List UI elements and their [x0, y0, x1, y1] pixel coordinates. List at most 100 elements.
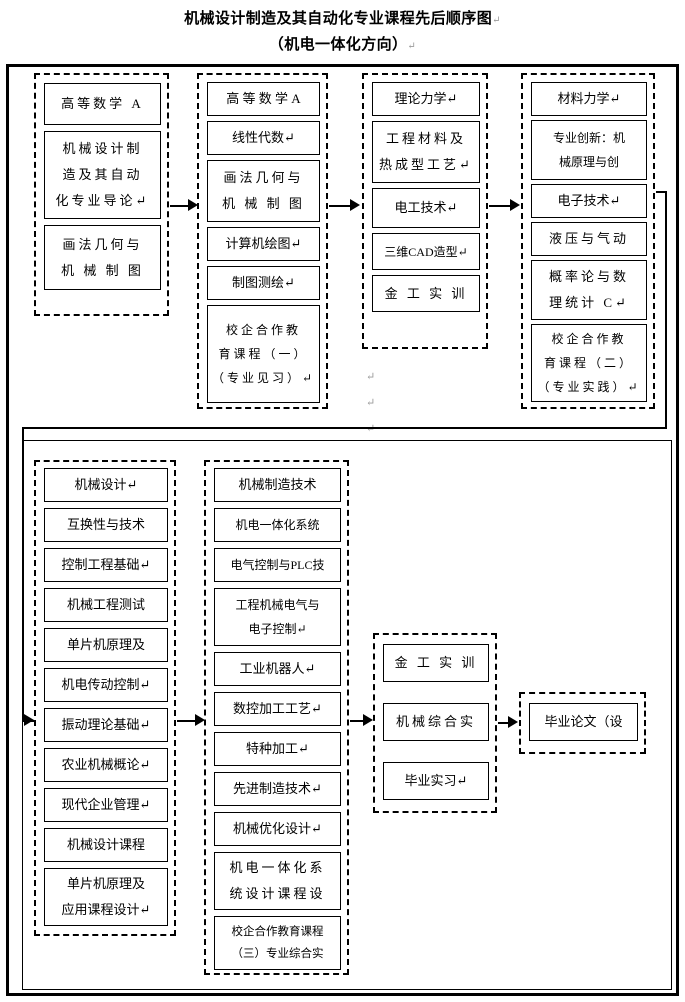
course-line: 互换性与技术	[66, 517, 145, 532]
course-box[interactable]: 材料力学↵	[531, 82, 647, 116]
course-line: 专业创新：机	[552, 131, 625, 145]
course-line: 单片机原理及	[66, 637, 145, 652]
page-subtitle: （机电一体化方向）↵	[0, 35, 685, 57]
course-box[interactable]: 电子技术↵	[531, 184, 647, 218]
connector-line	[22, 427, 24, 720]
course-box[interactable]: 画法几何与 机 械 制 图	[207, 160, 320, 222]
course-line: 化专业导论↵	[55, 193, 150, 208]
course-line: 校企合作教	[551, 332, 627, 346]
course-box[interactable]: 机械工程测试	[44, 588, 168, 622]
course-box[interactable]: 校企合作教 育课程（二） （专业实践）↵	[531, 324, 647, 402]
connector-line	[22, 427, 667, 429]
course-box[interactable]: 毕业论文（设	[529, 703, 638, 741]
course-line: 机械设计↵	[74, 477, 138, 492]
course-box[interactable]: 机电传动控制↵	[44, 668, 168, 702]
course-line: 金 工 实 训	[394, 655, 478, 670]
connector-line	[170, 205, 190, 207]
course-line: 机 械 制 图	[222, 196, 305, 211]
connector-line	[498, 722, 510, 724]
course-line: （三）专业综合实	[231, 948, 324, 960]
course-line: 校企合作教育课程	[231, 926, 324, 938]
course-box[interactable]: 机械设计课程	[44, 828, 168, 862]
course-line: 应用课程设计↵	[61, 902, 151, 917]
course-box[interactable]: 高等数学 A	[44, 83, 161, 125]
semester-3-group: 理论力学↵ 工程材料及 热成型工艺↵ 电工技术↵ 三维CAD造型↵ 金 工 实 …	[362, 73, 488, 349]
course-box[interactable]: 工程机械电气与 电子控制↵	[214, 588, 341, 646]
course-line: 理统计 C↵	[549, 295, 629, 310]
course-line: 理论力学↵	[394, 91, 458, 106]
arrow-head-icon	[363, 714, 373, 726]
course-box[interactable]: 数控加工工艺↵	[214, 692, 341, 726]
course-box[interactable]: 高 等 数 学 A	[207, 82, 320, 116]
course-box[interactable]: 机电一体化系统	[214, 508, 341, 542]
course-box[interactable]: 专业创新：机 械原理与创	[531, 120, 647, 180]
course-box[interactable]: 计算机绘图↵	[207, 227, 320, 261]
course-line: 液压与气动	[548, 231, 629, 246]
course-line: 育课程（一）	[218, 347, 309, 361]
connector-line	[656, 191, 667, 193]
arrow-head-icon	[24, 714, 34, 726]
course-line: 特种加工↵	[246, 741, 309, 756]
course-line: 机 械 制 图	[61, 262, 144, 278]
course-box[interactable]: 控制工程基础↵	[44, 548, 168, 582]
paragraph-mark-icon: ↵	[492, 15, 501, 26]
course-line: （专业实践）↵	[537, 380, 641, 394]
course-line: 线性代数↵	[232, 130, 295, 145]
semester-2-group: 高 等 数 学 A 线性代数↵ 画法几何与 机 械 制 图 计算机绘图↵ 制图测…	[197, 73, 328, 409]
course-box[interactable]: 工业机器人↵	[214, 652, 341, 686]
course-box[interactable]: 理论力学↵	[372, 82, 480, 116]
course-box[interactable]: 液压与气动	[531, 222, 647, 256]
course-line: 制图测绘↵	[232, 275, 295, 290]
course-line: 机械设计制	[62, 141, 143, 156]
course-box[interactable]: 机电一体化系 统设计课程设	[214, 852, 341, 910]
course-line: 热成型工艺↵	[379, 157, 473, 172]
course-box[interactable]: 电工技术↵	[372, 188, 480, 228]
course-line: 机械优化设计↵	[233, 821, 322, 836]
course-line: 毕业实习↵	[404, 773, 468, 788]
course-box[interactable]: 机械设计制 造及其自动 化专业导论↵	[44, 131, 161, 219]
course-line: 画法几何与	[62, 236, 143, 252]
course-box[interactable]: 机械设计↵	[44, 468, 168, 502]
course-line: 毕业论文（设	[544, 714, 623, 729]
course-box[interactable]: 振动理论基础↵	[44, 708, 168, 742]
course-box[interactable]: 校企合作教 育课程（一） （专业见习）↵	[207, 305, 320, 403]
course-line: 机械综合实	[395, 714, 476, 729]
course-box[interactable]: 农业机械概论↵	[44, 748, 168, 782]
course-box[interactable]: 制图测绘↵	[207, 266, 320, 300]
course-box[interactable]: 金 工 实 训	[372, 275, 480, 312]
paragraph-mark-icon: ↵	[366, 423, 376, 435]
course-box[interactable]: 单片机原理及	[44, 628, 168, 662]
connector-line	[177, 720, 197, 722]
course-box[interactable]: 互换性与技术	[44, 508, 168, 542]
arrow-head-icon	[188, 199, 198, 211]
course-box[interactable]: 线性代数↵	[207, 121, 320, 155]
semester-8-group: 毕业论文（设	[519, 692, 646, 754]
course-line: 数控加工工艺↵	[233, 701, 322, 716]
course-line: 材料力学↵	[557, 91, 621, 106]
course-line: 校企合作教	[225, 323, 301, 337]
connector-line	[489, 205, 511, 207]
course-line: 农业机械概论↵	[61, 757, 151, 772]
course-box[interactable]: 电气控制与PLC技	[214, 548, 341, 582]
course-box[interactable]: 机械综合实	[383, 703, 489, 741]
connector-line	[665, 191, 667, 429]
course-box[interactable]: 单片机原理及 应用课程设计↵	[44, 868, 168, 926]
course-box[interactable]: 校企合作教育课程 （三）专业综合实	[214, 916, 341, 970]
course-box[interactable]: 特种加工↵	[214, 732, 341, 766]
course-line: 工程机械电气与	[235, 598, 320, 612]
course-line: 机电一体化系统	[235, 518, 320, 532]
course-box[interactable]: 现代企业管理↵	[44, 788, 168, 822]
course-box[interactable]: 画法几何与 机 械 制 图	[44, 225, 161, 290]
arrow-head-icon	[195, 714, 205, 726]
course-box[interactable]: 机械制造技术	[214, 468, 341, 502]
course-box[interactable]: 三维CAD造型↵	[372, 233, 480, 270]
course-line: 金 工 实 训	[384, 285, 468, 301]
course-box[interactable]: 金 工 实 训	[383, 644, 489, 682]
course-line: 机械设计课程	[66, 837, 145, 852]
course-line: 概率论与数	[548, 269, 629, 284]
course-box[interactable]: 机械优化设计↵	[214, 812, 341, 846]
course-box[interactable]: 概率论与数 理统计 C↵	[531, 260, 647, 320]
course-box[interactable]: 先进制造技术↵	[214, 772, 341, 806]
course-box[interactable]: 毕业实习↵	[383, 762, 489, 800]
course-box[interactable]: 工程材料及 热成型工艺↵	[372, 121, 480, 183]
